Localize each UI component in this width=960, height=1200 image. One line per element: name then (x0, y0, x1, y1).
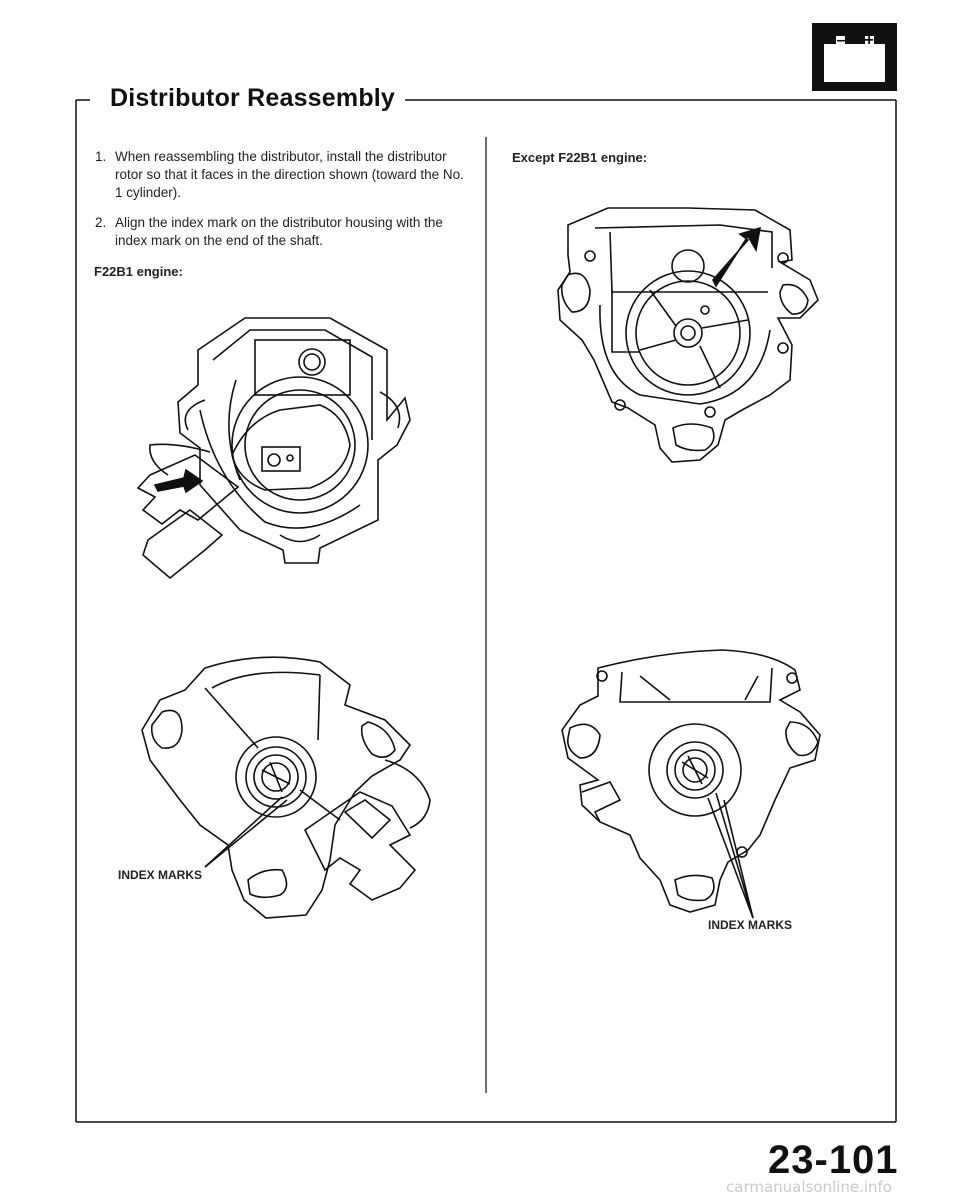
step-number: 1. (95, 149, 107, 164)
section-title: Distributor Reassembly (100, 84, 406, 113)
battery-minus-symbol: – (836, 32, 846, 49)
except-f22b1-engine-label: Except F22B1 engine: (512, 150, 648, 165)
battery-icon (812, 23, 897, 91)
step-number: 2. (95, 215, 107, 230)
section-frame (75, 99, 897, 1123)
f22b1-distributor-top-illustration (136, 317, 411, 580)
step-text: Align the index mark on the distributor … (115, 215, 443, 248)
battery-plus-symbol: + (864, 32, 874, 49)
footer-watermark: carmanualsonline.info (726, 1178, 892, 1196)
except-f22b1-distributor-top-illustration (557, 207, 819, 463)
step-text: When reassembling the distributor, insta… (115, 149, 464, 200)
f22b1-engine-label: F22B1 engine: (94, 264, 183, 279)
f22b1-distributor-bottom-illustration (141, 656, 431, 919)
index-marks-label-right: INDEX MARKS (708, 918, 793, 932)
page-number: 23-101 (768, 1138, 899, 1182)
except-f22b1-distributor-bottom-illustration (561, 649, 821, 919)
index-marks-label-left: INDEX MARKS (118, 868, 203, 882)
